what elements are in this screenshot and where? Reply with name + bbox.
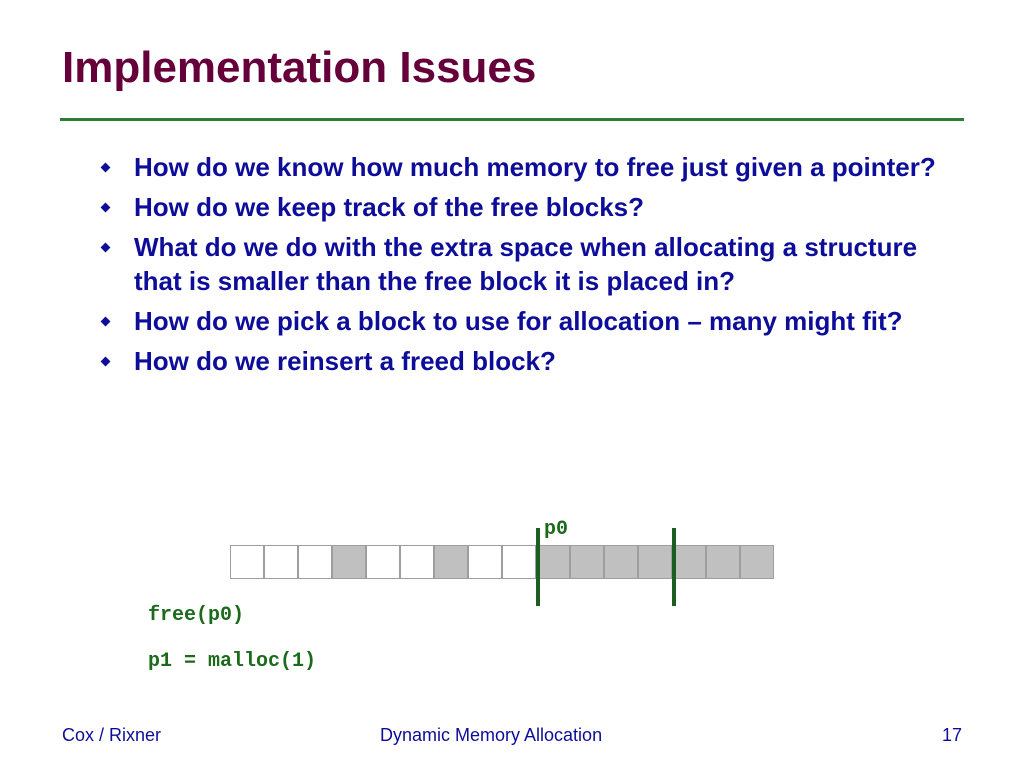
allocated-word-cell xyxy=(536,545,570,579)
bullet-item: What do we do with the extra space when … xyxy=(98,230,958,298)
bullet-text: How do we reinsert a freed block? xyxy=(134,346,556,376)
slide-title: Implementation Issues xyxy=(62,43,537,92)
allocated-word-cell xyxy=(638,545,672,579)
free-word-cell xyxy=(400,545,434,579)
bullet-item: How do we pick a block to use for alloca… xyxy=(98,304,958,338)
allocated-word-cell xyxy=(706,545,740,579)
page-number: 17 xyxy=(941,725,962,745)
bullet-item: How do we reinsert a freed block? xyxy=(98,344,958,378)
bullet-text: How do we pick a block to use for alloca… xyxy=(134,306,903,336)
diamond-bullet-icon xyxy=(100,162,111,173)
bullet-list: How do we know how much memory to free j… xyxy=(98,150,958,384)
allocated-word-cell xyxy=(672,545,706,579)
allocated-word-cell xyxy=(332,545,366,579)
free-word-cell xyxy=(366,545,400,579)
diamond-bullet-icon xyxy=(100,316,111,327)
allocated-word-cell xyxy=(570,545,604,579)
diamond-bullet-icon xyxy=(100,242,111,253)
bullet-item: How do we keep track of the free blocks? xyxy=(98,190,958,224)
diamond-bullet-icon xyxy=(100,356,111,367)
block-end-marker xyxy=(672,528,676,606)
free-word-cell xyxy=(502,545,536,579)
code-malloc-call: p1 = malloc(1) xyxy=(148,650,317,673)
pointer-label: p0 xyxy=(544,518,569,541)
free-word-cell xyxy=(298,545,332,579)
free-word-cell xyxy=(468,545,502,579)
title-divider xyxy=(60,118,964,121)
allocated-word-cell xyxy=(740,545,774,579)
diamond-bullet-icon xyxy=(100,202,111,213)
block-start-marker xyxy=(536,528,540,606)
free-word-cell xyxy=(264,545,298,579)
bullet-text: How do we know how much memory to free j… xyxy=(134,152,936,182)
bullet-text: What do we do with the extra space when … xyxy=(134,232,918,296)
footer-authors: Cox / Rixner xyxy=(62,725,162,745)
free-word-cell xyxy=(230,545,264,579)
bullet-text: How do we keep track of the free blocks? xyxy=(134,192,645,222)
bullet-item: How do we know how much memory to free j… xyxy=(98,150,958,184)
footer-topic: Dynamic Memory Allocation xyxy=(380,725,603,745)
allocated-word-cell xyxy=(434,545,468,579)
code-free-call: free(p0) xyxy=(148,604,245,627)
allocated-word-cell xyxy=(604,545,638,579)
